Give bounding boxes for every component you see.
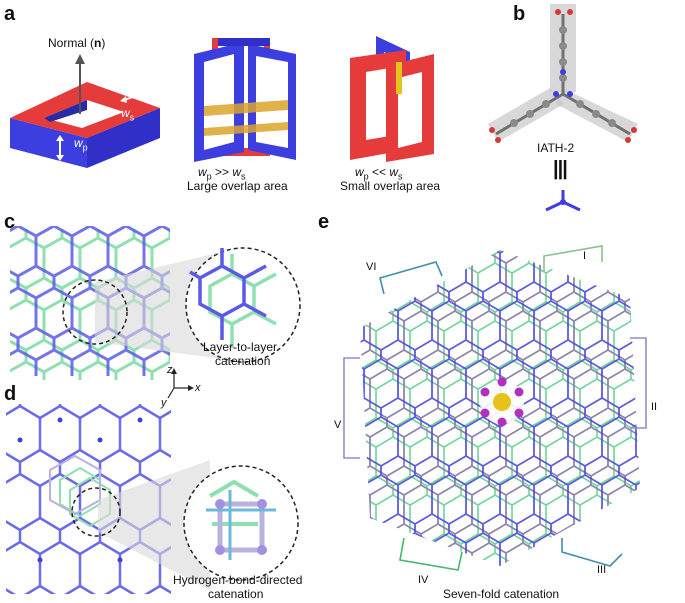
- ws-label: ws: [121, 106, 135, 123]
- panel-label-e: e: [318, 211, 330, 233]
- normal-label: Normal (n): [48, 36, 106, 50]
- roman-label-VI: VI: [366, 261, 377, 273]
- small-overlap-caption: Small overlap area: [340, 179, 441, 193]
- large-overlap-caption: Large overlap area: [187, 179, 288, 193]
- equivalence-symbol: |||: [553, 158, 568, 180]
- panel-label-d: d: [4, 383, 17, 405]
- roman-label-I: I: [583, 250, 587, 262]
- wp-label: wp: [74, 136, 88, 153]
- roman-label-II: II: [651, 401, 658, 413]
- axis-z-label: z: [167, 364, 173, 376]
- hbond-caption-line2: catenation: [208, 587, 264, 601]
- panel-label-c: c: [4, 211, 16, 233]
- axis-y-label: y: [161, 397, 167, 409]
- panel-label-b: b: [513, 3, 526, 25]
- layer-caption-line2: catenation: [215, 354, 271, 368]
- iath2-molecule: [488, 4, 638, 143]
- iath2-label: IATH-2: [537, 141, 575, 155]
- square-ring-figure: [10, 54, 160, 168]
- axes-icon: [167, 368, 194, 399]
- layer-catenation-network: [10, 226, 301, 380]
- panel-label-a: a: [4, 3, 16, 25]
- hbond-caption-line1: Hydrogen-bond-directed: [173, 573, 303, 587]
- sevenfold-caption: Seven-fold catenation: [443, 587, 560, 601]
- small-overlap-condition: wp << ws: [355, 165, 403, 182]
- sevenfold-network: [343, 245, 647, 571]
- simplified-node-icon: [545, 190, 581, 212]
- large-overlap-figure: [194, 38, 296, 162]
- roman-label-IV: IV: [418, 574, 429, 586]
- roman-label-V: V: [334, 419, 342, 431]
- roman-label-III: III: [597, 564, 607, 576]
- layer-caption-line1: Layer-to-layer: [203, 340, 278, 354]
- hbond-catenation-network: [6, 404, 299, 594]
- small-overlap-figure: [350, 36, 434, 162]
- axis-x-label: x: [195, 382, 201, 394]
- large-overlap-condition: wp >> ws: [198, 165, 246, 182]
